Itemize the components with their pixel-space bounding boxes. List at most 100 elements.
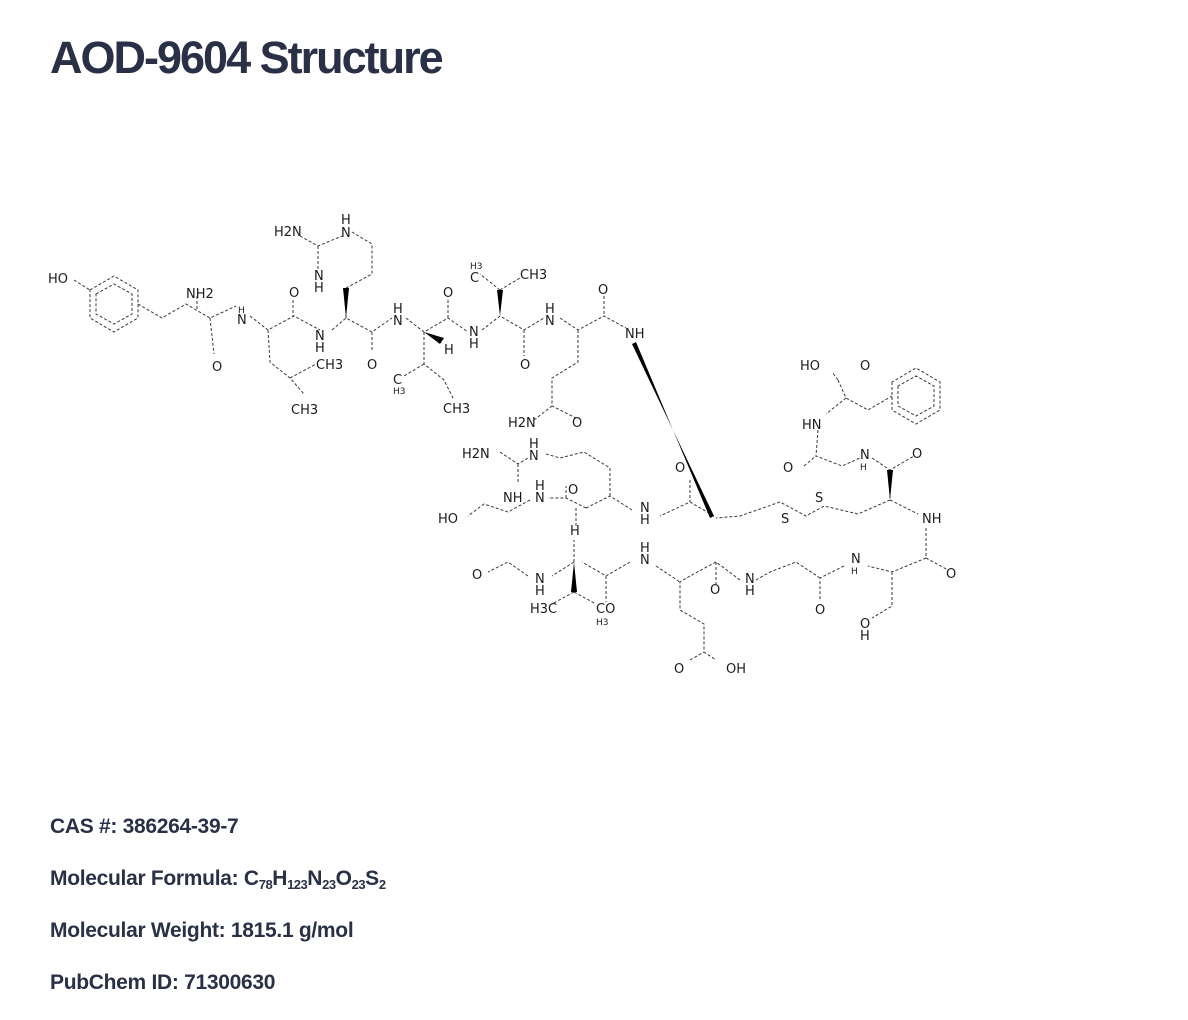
atom-label: H3 [596,618,609,628]
atom-label: H [315,341,325,356]
atom-label: H [529,437,539,452]
atom-label: HO [48,272,68,287]
atom-label: O [472,568,482,583]
wedge-bonds [343,288,893,592]
atom-label: NH [922,512,942,527]
atom-label: CH3 [291,403,318,418]
page-title: AOD-9604 Structure [50,32,444,83]
atom-label: O [946,567,956,582]
atom-label: H [469,337,479,352]
formula-element: C [243,867,259,890]
atom-label: C [393,373,402,388]
atom-label: O [367,358,377,373]
formula-label: Molecular Formula: [50,867,239,890]
atom-label: H [860,463,867,473]
atom-label: H [535,479,545,494]
atom-label: O [212,360,222,375]
atom-label: N [860,448,870,463]
atom-label: O [443,286,453,301]
atom-label: HO [438,512,458,527]
atom-label: O [860,617,870,632]
mw-label: Molecular Weight: [50,919,226,942]
atom-label: N [393,314,403,329]
atom-label: H [535,584,545,599]
atom-label: NH2 [186,287,214,302]
atom-label: S [781,512,789,527]
atom-label: H [860,629,870,644]
compound-properties: CAS #: 386264-39-7 Molecular Formula: C7… [50,812,650,1020]
formula-element: O [335,867,352,890]
atom-label: O [598,283,608,298]
atom-label: N [315,329,325,344]
mw-value: 1815.1 g/mol [230,919,354,942]
pubchem-label: PubChem ID: [50,971,179,994]
molecular-formula: Molecular Formula: C78H123N23O23S2 [50,864,650,916]
cas-label: CAS #: [50,815,118,838]
atom-label: O [675,461,685,476]
atom-label: O [710,583,720,598]
formula-element: H [272,867,288,890]
pubchem-value: 71300630 [184,971,276,994]
formula-count: 23 [322,877,336,892]
atom-label: N [640,501,650,516]
pubchem-id: PubChem ID: 71300630 [50,968,650,1020]
atom-label: H [851,567,858,577]
atom-label: C [470,271,479,286]
atom-label: O [860,359,870,374]
atom-label: O [783,461,793,476]
atom-label: H3 [470,262,483,272]
atom-label: NH [625,327,645,342]
atom-label: H [238,306,245,316]
atom-label: CH3 [316,358,343,373]
formula-count: 23 [351,877,366,892]
atom-label: HN [802,418,822,433]
atom-label: N [535,572,545,587]
atom-label: HO [800,359,820,374]
formula-element: S [365,867,379,890]
atom-label: O [568,483,578,498]
formula-count: 2 [378,877,386,892]
atom-label: S [815,491,823,506]
atom-label: O [912,447,922,462]
atom-label: O [289,286,299,301]
atom-label: O [815,603,825,618]
formula-value: C78H123N23O23S2 [243,867,386,892]
atom-label: N [529,449,539,464]
atom-label: OH [726,662,746,677]
atom-label: N [545,314,555,329]
atom-labels: HO NH2 O N H O CH3 CH3 H2N H N N H N H O… [48,213,956,677]
cas-value: 386264-39-7 [122,815,239,838]
atom-label: H2N [462,447,490,462]
atom-label: NH [503,491,523,506]
cas-number: CAS #: 386264-39-7 [50,812,650,864]
atom-label: H2N [274,225,302,240]
atom-label: H [314,281,324,296]
atom-label: O [572,416,582,431]
atom-label: H [570,524,580,539]
atom-label: H3C [530,602,557,617]
atom-label: CH3 [443,402,470,417]
atom-label: N [469,325,479,340]
atom-label: H [640,541,650,556]
atom-label: H [393,302,403,317]
formula-count: 123 [287,877,308,892]
atom-label: N [237,313,247,328]
atom-label: H2N [508,416,536,431]
atom-label: H3 [393,387,406,397]
atom-label: N [640,553,650,568]
atom-label: N [535,491,545,506]
molecular-structure-diagram: HO NH2 O N H O CH3 CH3 H2N H N N H N H O… [48,213,956,677]
atom-label: N [314,269,324,284]
formula-count: 78 [258,877,273,892]
atom-label: H [745,584,755,599]
atom-label: N [341,226,351,241]
molecular-weight: Molecular Weight: 1815.1 g/mol [50,916,650,968]
atom-label: H [341,213,351,228]
atom-label: CO [596,602,615,617]
atom-label: N [851,552,861,567]
atom-label: O [674,662,684,677]
atom-label: CH3 [520,268,547,283]
atom-label: O [520,358,530,373]
atom-label: H [640,513,650,528]
formula-element: N [307,867,323,890]
